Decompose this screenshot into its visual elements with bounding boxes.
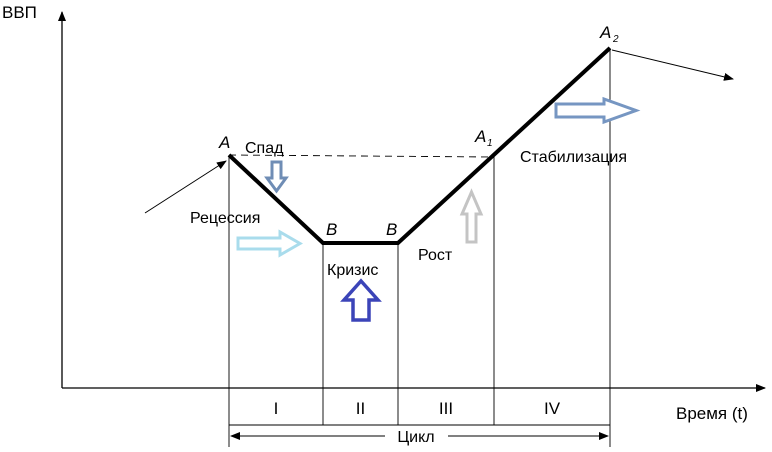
crisis-up-arrow [340, 278, 382, 322]
point-a2-label: A [599, 23, 611, 42]
cycle-curve [227, 46, 612, 245]
phase-spad-label: Спад [245, 140, 284, 157]
outgoing-trend-arrow [611, 49, 734, 81]
period-iv-label: IV [544, 399, 561, 418]
growth-up-arrow [459, 188, 484, 244]
period-iii-label: III [439, 399, 453, 418]
cycle-label: Цикл [397, 429, 434, 446]
x-axis-label: Время (t) [676, 404, 748, 423]
spad-down-arrow [264, 160, 289, 194]
point-a1-label: A [474, 127, 486, 146]
point-a1-subscript: 1 [487, 138, 493, 149]
phase-crisis-label: Кризис [327, 262, 378, 279]
reference-dashed-line [228, 154, 495, 158]
point-b2-label: B [386, 220, 397, 239]
point-a-label: A [218, 133, 230, 152]
phase-recession-label: Рецессия [190, 210, 260, 227]
stabilization-right-arrow [554, 96, 641, 125]
point-a2-subscript: 2 [612, 34, 619, 45]
point-b1-label: B [326, 220, 337, 239]
recession-right-arrow [236, 229, 304, 258]
incoming-trend-arrow [144, 160, 227, 214]
period-i-label: I [274, 399, 279, 418]
phase-growth-label: Рост [418, 247, 453, 264]
phase-stabilization-label: Стабилизация [520, 149, 627, 166]
period-ii-label: II [356, 399, 365, 418]
y-axis-label: ВВП [2, 3, 37, 22]
